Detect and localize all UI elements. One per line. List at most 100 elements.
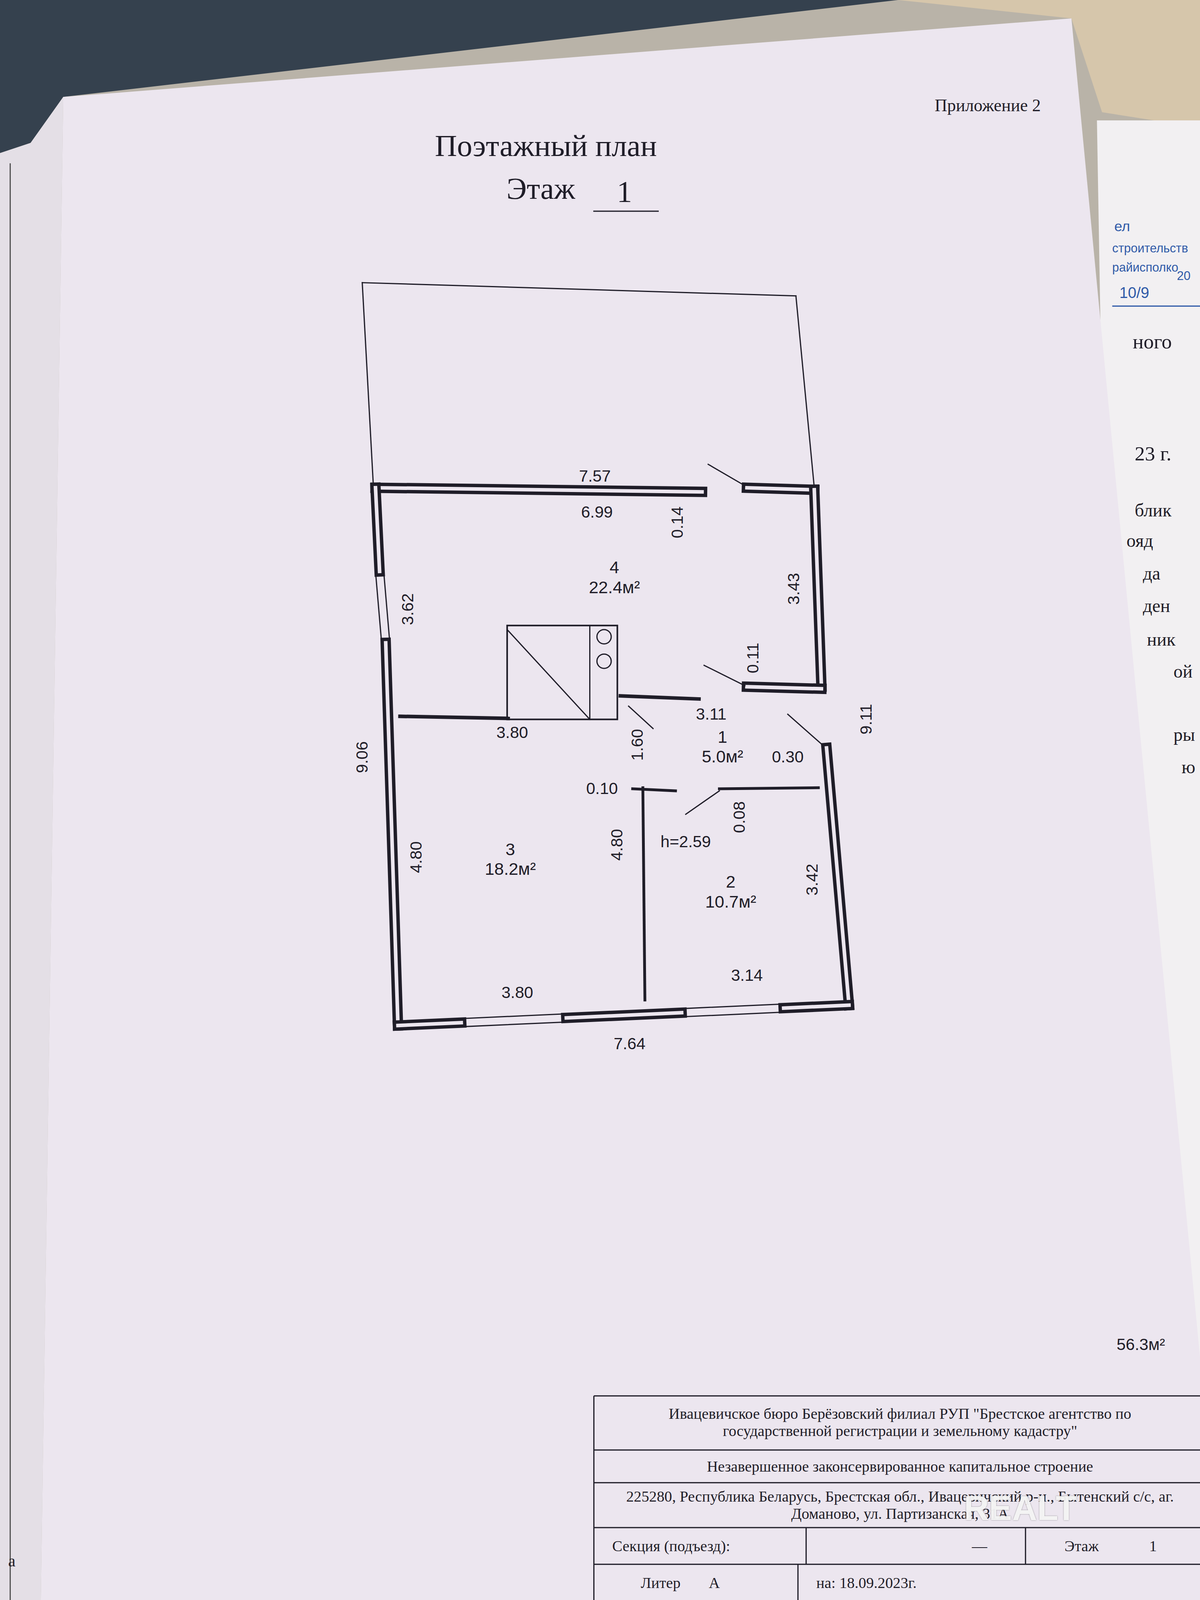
- room-area: 5.0м²: [700, 746, 745, 767]
- door-swing: [787, 714, 823, 746]
- door-swing: [685, 790, 720, 815]
- outer-wall-core: [398, 1022, 462, 1026]
- stamp-text: райисполко: [1112, 260, 1179, 274]
- height-label: h=2.59: [660, 832, 711, 852]
- room-area: 22.4м²: [587, 577, 642, 598]
- section-label: Секция (подъезд):: [612, 1537, 731, 1555]
- table-line: [594, 1395, 1200, 1397]
- dimension-label: 9.11: [857, 704, 876, 735]
- outer-wall-core: [814, 489, 822, 687]
- floor-number: 1: [616, 174, 632, 210]
- room-number: 2: [703, 872, 758, 892]
- letter-value: А: [708, 1574, 720, 1592]
- outer-wall-core: [826, 748, 849, 1006]
- fragment-text: ояд: [1126, 530, 1154, 551]
- dimension-label: 3.42: [803, 863, 822, 896]
- outer-wall: [566, 1012, 682, 1018]
- total-area: 56.3м²: [1116, 1335, 1166, 1354]
- dimension-label: 0.14: [668, 506, 687, 538]
- outer-wall-core: [375, 487, 702, 492]
- table-line: [797, 1564, 799, 1600]
- site-outline: [362, 282, 796, 296]
- outer-wall-core: [566, 1012, 682, 1018]
- dimension-label: 4.80: [407, 841, 426, 873]
- fragment-text: блик: [1134, 500, 1172, 521]
- partition: [642, 787, 645, 1000]
- dimension-label: 3.14: [731, 966, 763, 985]
- watermark: REALT: [964, 1488, 1078, 1528]
- fragment-text: ден: [1142, 596, 1170, 617]
- object-name: Незавершенное законсервированное капитал…: [706, 1457, 1094, 1475]
- table-line: [593, 1396, 595, 1600]
- fragment-text: ник: [1146, 629, 1176, 650]
- title-block: [594, 1396, 1200, 1600]
- address: 225280, Республика Беларусь, Брестская о…: [612, 1488, 1188, 1523]
- site-outline: [796, 296, 815, 488]
- dimension-label: 1.60: [628, 729, 648, 761]
- letter-label: Литер: [640, 1574, 681, 1592]
- dimension-label: 4.80: [608, 829, 627, 861]
- table-line: [594, 1449, 1200, 1451]
- outer-wall-core: [783, 1005, 849, 1008]
- dimension-label: 3.80: [501, 983, 534, 1002]
- door-swing: [628, 706, 653, 729]
- dimension-label: 3.43: [784, 572, 804, 605]
- door-swing: [704, 665, 745, 686]
- partition: [719, 787, 818, 789]
- paper-line: [9, 163, 11, 1600]
- burner: [596, 654, 612, 669]
- stove-line: [589, 625, 591, 720]
- window-line: [681, 1004, 784, 1009]
- dimension-label: 3.62: [399, 593, 418, 625]
- dimension-label: 6.99: [581, 503, 613, 522]
- outer-wall: [398, 1022, 462, 1026]
- fragment-text: да: [1142, 563, 1161, 584]
- dimension-label: 7.64: [613, 1034, 646, 1054]
- window-line: [383, 571, 390, 643]
- outer-wall: [375, 487, 702, 492]
- stove-diagonal: [507, 629, 590, 720]
- table-line: [594, 1482, 1200, 1484]
- outer-wall-core: [385, 642, 398, 1026]
- floor-label: Этаж: [1064, 1537, 1099, 1555]
- dimension-label: 3.80: [496, 723, 528, 742]
- dimension-label: 0.08: [730, 801, 750, 834]
- outer-wall-core: [375, 487, 380, 572]
- partition: [400, 716, 508, 719]
- outer-wall: [814, 489, 822, 687]
- table-line: [594, 1563, 1200, 1565]
- stamp-text: 20: [1176, 268, 1191, 283]
- fragment-text: а: [8, 1552, 16, 1571]
- organization-name: Ивацевичское бюро Берёзовский филиал РУП…: [612, 1405, 1188, 1440]
- fragment-text: ного: [1132, 330, 1172, 354]
- floor-label: Этаж: [506, 171, 576, 206]
- outer-wall: [375, 487, 380, 572]
- fragment-text: ю: [1181, 757, 1196, 778]
- room-label: 422.4м²: [587, 557, 642, 598]
- dimension-label: 0.10: [586, 779, 618, 798]
- fragment-text: ой: [1173, 661, 1193, 682]
- window-line: [461, 1022, 567, 1027]
- window-line: [461, 1014, 567, 1019]
- table-line: [594, 1526, 1200, 1528]
- outer-wall-core: [746, 487, 814, 490]
- plan-drawing: [362, 211, 850, 1027]
- door-swing: [708, 464, 745, 486]
- room-label: 15.0м²: [700, 727, 745, 767]
- table-line: [1024, 1527, 1026, 1565]
- room-label: 318.2м²: [483, 839, 538, 880]
- stove: [507, 625, 618, 720]
- room-area: 10.7м²: [703, 892, 758, 912]
- dimension-label: 9.06: [353, 741, 372, 773]
- outer-wall-core: [746, 686, 822, 689]
- partition: [620, 696, 699, 700]
- floor-number: 1: [1149, 1537, 1157, 1555]
- stamp-line: [1112, 305, 1200, 307]
- appendix-label: Приложение 2: [934, 95, 1041, 115]
- dimension-label: 3.11: [696, 705, 727, 724]
- outer-wall: [783, 1005, 849, 1008]
- plan-title: Поэтажный план: [434, 128, 657, 164]
- room-area: 18.2м²: [483, 859, 538, 879]
- partition: [632, 788, 676, 791]
